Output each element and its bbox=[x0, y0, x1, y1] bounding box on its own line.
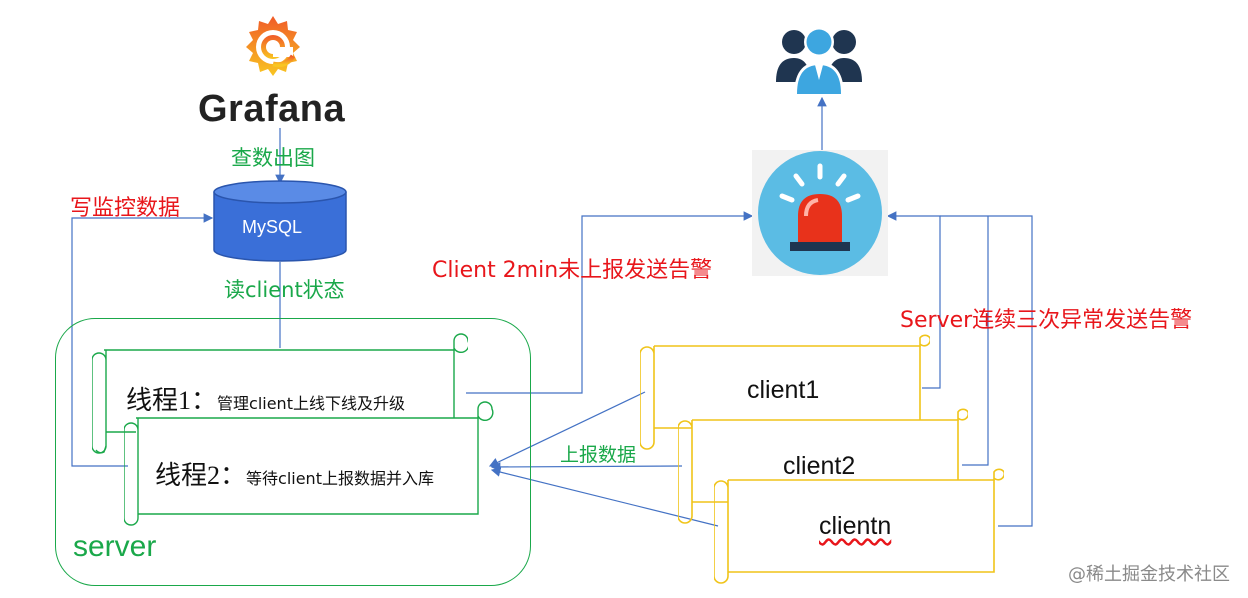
database-label: MySQL bbox=[242, 217, 303, 237]
arrow-clientn-thread2 bbox=[490, 467, 719, 527]
server-label: server bbox=[73, 530, 157, 563]
report-data-label: 上报数据 bbox=[560, 444, 637, 466]
clientn-label: clientn bbox=[819, 512, 892, 540]
server-anomaly-alert-label: Server连续三次异常发送告警 bbox=[900, 308, 1193, 333]
thread2-label: 线程2：等待client上报数据并入库 bbox=[155, 455, 434, 492]
thread2-desc: 等待client上报数据并入库 bbox=[246, 469, 434, 488]
thread1-name: 线程1： bbox=[126, 386, 218, 415]
query-chart-label: 查数出图 bbox=[231, 146, 315, 170]
grafana-logo-icon bbox=[246, 16, 300, 76]
thread1-label: 线程1：管理client上线下线及升级 bbox=[126, 380, 405, 417]
arrow-client1-thread2 bbox=[488, 391, 646, 467]
thread2-scroll-icon bbox=[124, 401, 494, 526]
arrow-client1-alarm bbox=[886, 211, 941, 389]
line-clientn-alarm bbox=[940, 215, 1033, 527]
client2-label: client2 bbox=[783, 452, 856, 480]
arrow-client2-thread2 bbox=[490, 462, 683, 472]
thread2-name: 线程2： bbox=[155, 461, 247, 490]
write-monitor-label: 写监控数据 bbox=[70, 196, 181, 221]
server-container bbox=[55, 318, 531, 586]
grafana-logo-text: Grafana bbox=[198, 88, 346, 130]
alarm-siren-icon bbox=[752, 150, 888, 276]
read-client-status-label: 读client状态 bbox=[224, 278, 345, 302]
client1-label: client1 bbox=[747, 376, 820, 404]
arrow-thread1-alarm bbox=[466, 211, 754, 394]
clientn-scroll-icon bbox=[714, 468, 1004, 584]
line-client2-alarm bbox=[962, 216, 989, 466]
thread1-desc: 管理client上线下线及升级 bbox=[217, 394, 405, 413]
users-group-icon bbox=[776, 27, 862, 96]
database-cylinder-icon bbox=[213, 180, 347, 262]
watermark: @稀土掘金技术社区 bbox=[1068, 564, 1230, 585]
client-timeout-alert-label: Client 2min未上报发送告警 bbox=[432, 258, 713, 283]
